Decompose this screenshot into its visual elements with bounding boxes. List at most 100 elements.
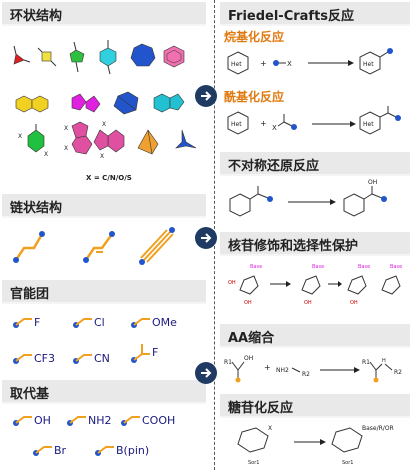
substituent-cooh: COOH xyxy=(120,414,175,428)
glyco-body: X Sor1 Base/R/OR Sor1 xyxy=(220,418,410,468)
amide-title: AA缩合 xyxy=(228,331,275,346)
functional-group-cf3: CF3 xyxy=(12,352,55,366)
nucleoside-mid-2: Base OH xyxy=(347,264,370,306)
functional-group-label: OMe xyxy=(152,316,177,329)
functional-group-ome: OMe xyxy=(130,316,177,330)
cyclohexane-ring xyxy=(99,40,117,75)
nucleoside-panel: 核苷修饰和选择性保护 Base OH OH Base OH xyxy=(220,232,410,320)
pink-fused-ring-1: X X xyxy=(64,121,93,155)
arrow-button-fc xyxy=(195,85,217,107)
svg-text:NH2: NH2 xyxy=(276,367,289,374)
functional-group-label: CN xyxy=(94,352,110,365)
svg-text:X: X xyxy=(102,121,106,128)
glyco-scheme: X Sor1 Base/R/OR Sor1 xyxy=(237,425,394,466)
reduction-panel: 不对称还原反应 OH xyxy=(220,152,410,228)
cycloheptane-ring xyxy=(130,43,156,67)
ring-body: X X X X X X xyxy=(2,26,206,190)
benzene-ring xyxy=(163,45,185,68)
alkyne-chain xyxy=(139,227,175,265)
functional-group-label: Cl xyxy=(94,316,105,329)
pink-fused-ring-2: X X xyxy=(93,121,125,160)
svg-text:X: X xyxy=(64,145,68,152)
reduction-header: 不对称还原反应 xyxy=(220,152,410,174)
functional-group-cn: CN xyxy=(72,352,110,366)
fc-panel: Friedel-Crafts反应 烷基化反应 Het + X Het 酰基化反应 xyxy=(220,2,410,148)
glyco-title: 糖苷化反应 xyxy=(228,401,294,416)
substituent-label: NH2 xyxy=(88,414,112,427)
svg-text:+: + xyxy=(260,59,267,68)
x-label: X xyxy=(287,60,292,68)
chain-structures-image xyxy=(13,227,175,265)
functional-title: 官能团 xyxy=(10,287,50,302)
svg-text:R1: R1 xyxy=(362,359,370,366)
svg-text:+: + xyxy=(264,363,271,372)
r2-label: R2 xyxy=(302,371,310,378)
substituent-label: OH xyxy=(34,414,51,427)
glyco-panel: 糖苷化反应 X Sor1 Base/R/OR Sor1 xyxy=(220,394,410,468)
nucleoside-end: Base xyxy=(381,264,402,295)
functional-group-difluoro: F xyxy=(130,338,158,368)
glyco-header: 糖苷化反应 xyxy=(220,394,410,416)
bicyclo-ring xyxy=(113,91,139,115)
reduction-title: 不对称还原反应 xyxy=(228,159,320,174)
cyclopentane-ring xyxy=(69,41,85,73)
chain-body xyxy=(2,218,206,276)
sor1-label: Sor1 xyxy=(248,460,259,466)
substituent-body: OH NH2 COOH Br B(pin) xyxy=(2,404,206,468)
base-label: Base xyxy=(250,264,262,270)
functional-group-f: F xyxy=(12,316,40,330)
functional-group-cl: Cl xyxy=(72,316,105,330)
functional-group-label: CF3 xyxy=(34,352,56,365)
substituent-bpin: B(pin) xyxy=(94,444,149,458)
alkylation-title: 烷基化反应 xyxy=(224,30,285,44)
svg-text:OH: OH xyxy=(304,300,312,306)
svg-text:OH: OH xyxy=(228,280,236,286)
blue-propellane-ring xyxy=(175,129,197,149)
pentalene-ring xyxy=(71,93,101,113)
naphthalene-ring xyxy=(15,95,49,113)
fc-body: 烷基化反应 Het + X Het 酰基化反应 Het + X xyxy=(220,26,410,148)
substituent-nh2: NH2 xyxy=(66,414,112,428)
fc-title: Friedel-Crafts反应 xyxy=(228,9,355,24)
amide-panel: AA缩合 R1 OH + NH2 R2 R1 H R2 xyxy=(220,324,410,390)
product-label: Base/R/OR xyxy=(362,425,394,432)
substituent-title: 取代基 xyxy=(10,387,50,402)
svg-text:OH: OH xyxy=(244,355,253,362)
alkane-chain xyxy=(13,231,45,263)
functional-panel: 官能团 F Cl OMe CF3 CN F xyxy=(2,280,206,376)
amide-scheme: R1 OH + NH2 R2 R1 H R2 xyxy=(224,355,402,383)
svg-text:Base: Base xyxy=(312,264,324,270)
alkene-chain xyxy=(83,231,115,263)
svg-text:Sor1: Sor1 xyxy=(342,460,353,466)
substituent-label: B(pin) xyxy=(116,444,150,457)
cyclobutane-ring xyxy=(37,47,57,67)
functional-group-label: F xyxy=(152,346,159,359)
het-label: Het xyxy=(231,61,242,68)
substituent-panel: 取代基 OH NH2 COOH Br B(pin) xyxy=(2,380,206,468)
oh-label: OH xyxy=(368,179,377,186)
svg-text:R2: R2 xyxy=(394,369,402,376)
arrow-button-nucleoside xyxy=(195,227,217,249)
reduction-body: OH xyxy=(220,176,410,228)
ring-structures-image: X X X X X X xyxy=(13,40,197,160)
substituent-oh: OH xyxy=(12,414,51,428)
fc-header: Friedel-Crafts反应 xyxy=(220,2,410,24)
arrow-right-icon xyxy=(201,233,212,243)
cyclopropane-ring xyxy=(13,45,31,65)
nucleoside-scheme: Base OH OH Base OH Base OH xyxy=(228,264,402,306)
green-fused-ring: X X xyxy=(18,124,48,158)
nucleoside-header: 核苷修饰和选择性保护 xyxy=(220,232,410,254)
chain-title: 链状结构 xyxy=(10,201,63,216)
svg-text:OH: OH xyxy=(350,300,358,306)
ring-title: 环状结构 xyxy=(10,9,63,24)
svg-text:X: X xyxy=(64,125,68,132)
chain-header: 链状结构 xyxy=(2,194,206,216)
substituent-label: Br xyxy=(54,444,67,457)
nucleoside-mid-1: Base OH xyxy=(301,264,324,306)
functional-group-label: F xyxy=(34,316,41,329)
svg-text:X: X xyxy=(18,133,22,140)
svg-text:H: H xyxy=(382,358,386,364)
nucleoside-title: 核苷修饰和选择性保护 xyxy=(228,239,359,254)
svg-text:X: X xyxy=(44,151,48,158)
